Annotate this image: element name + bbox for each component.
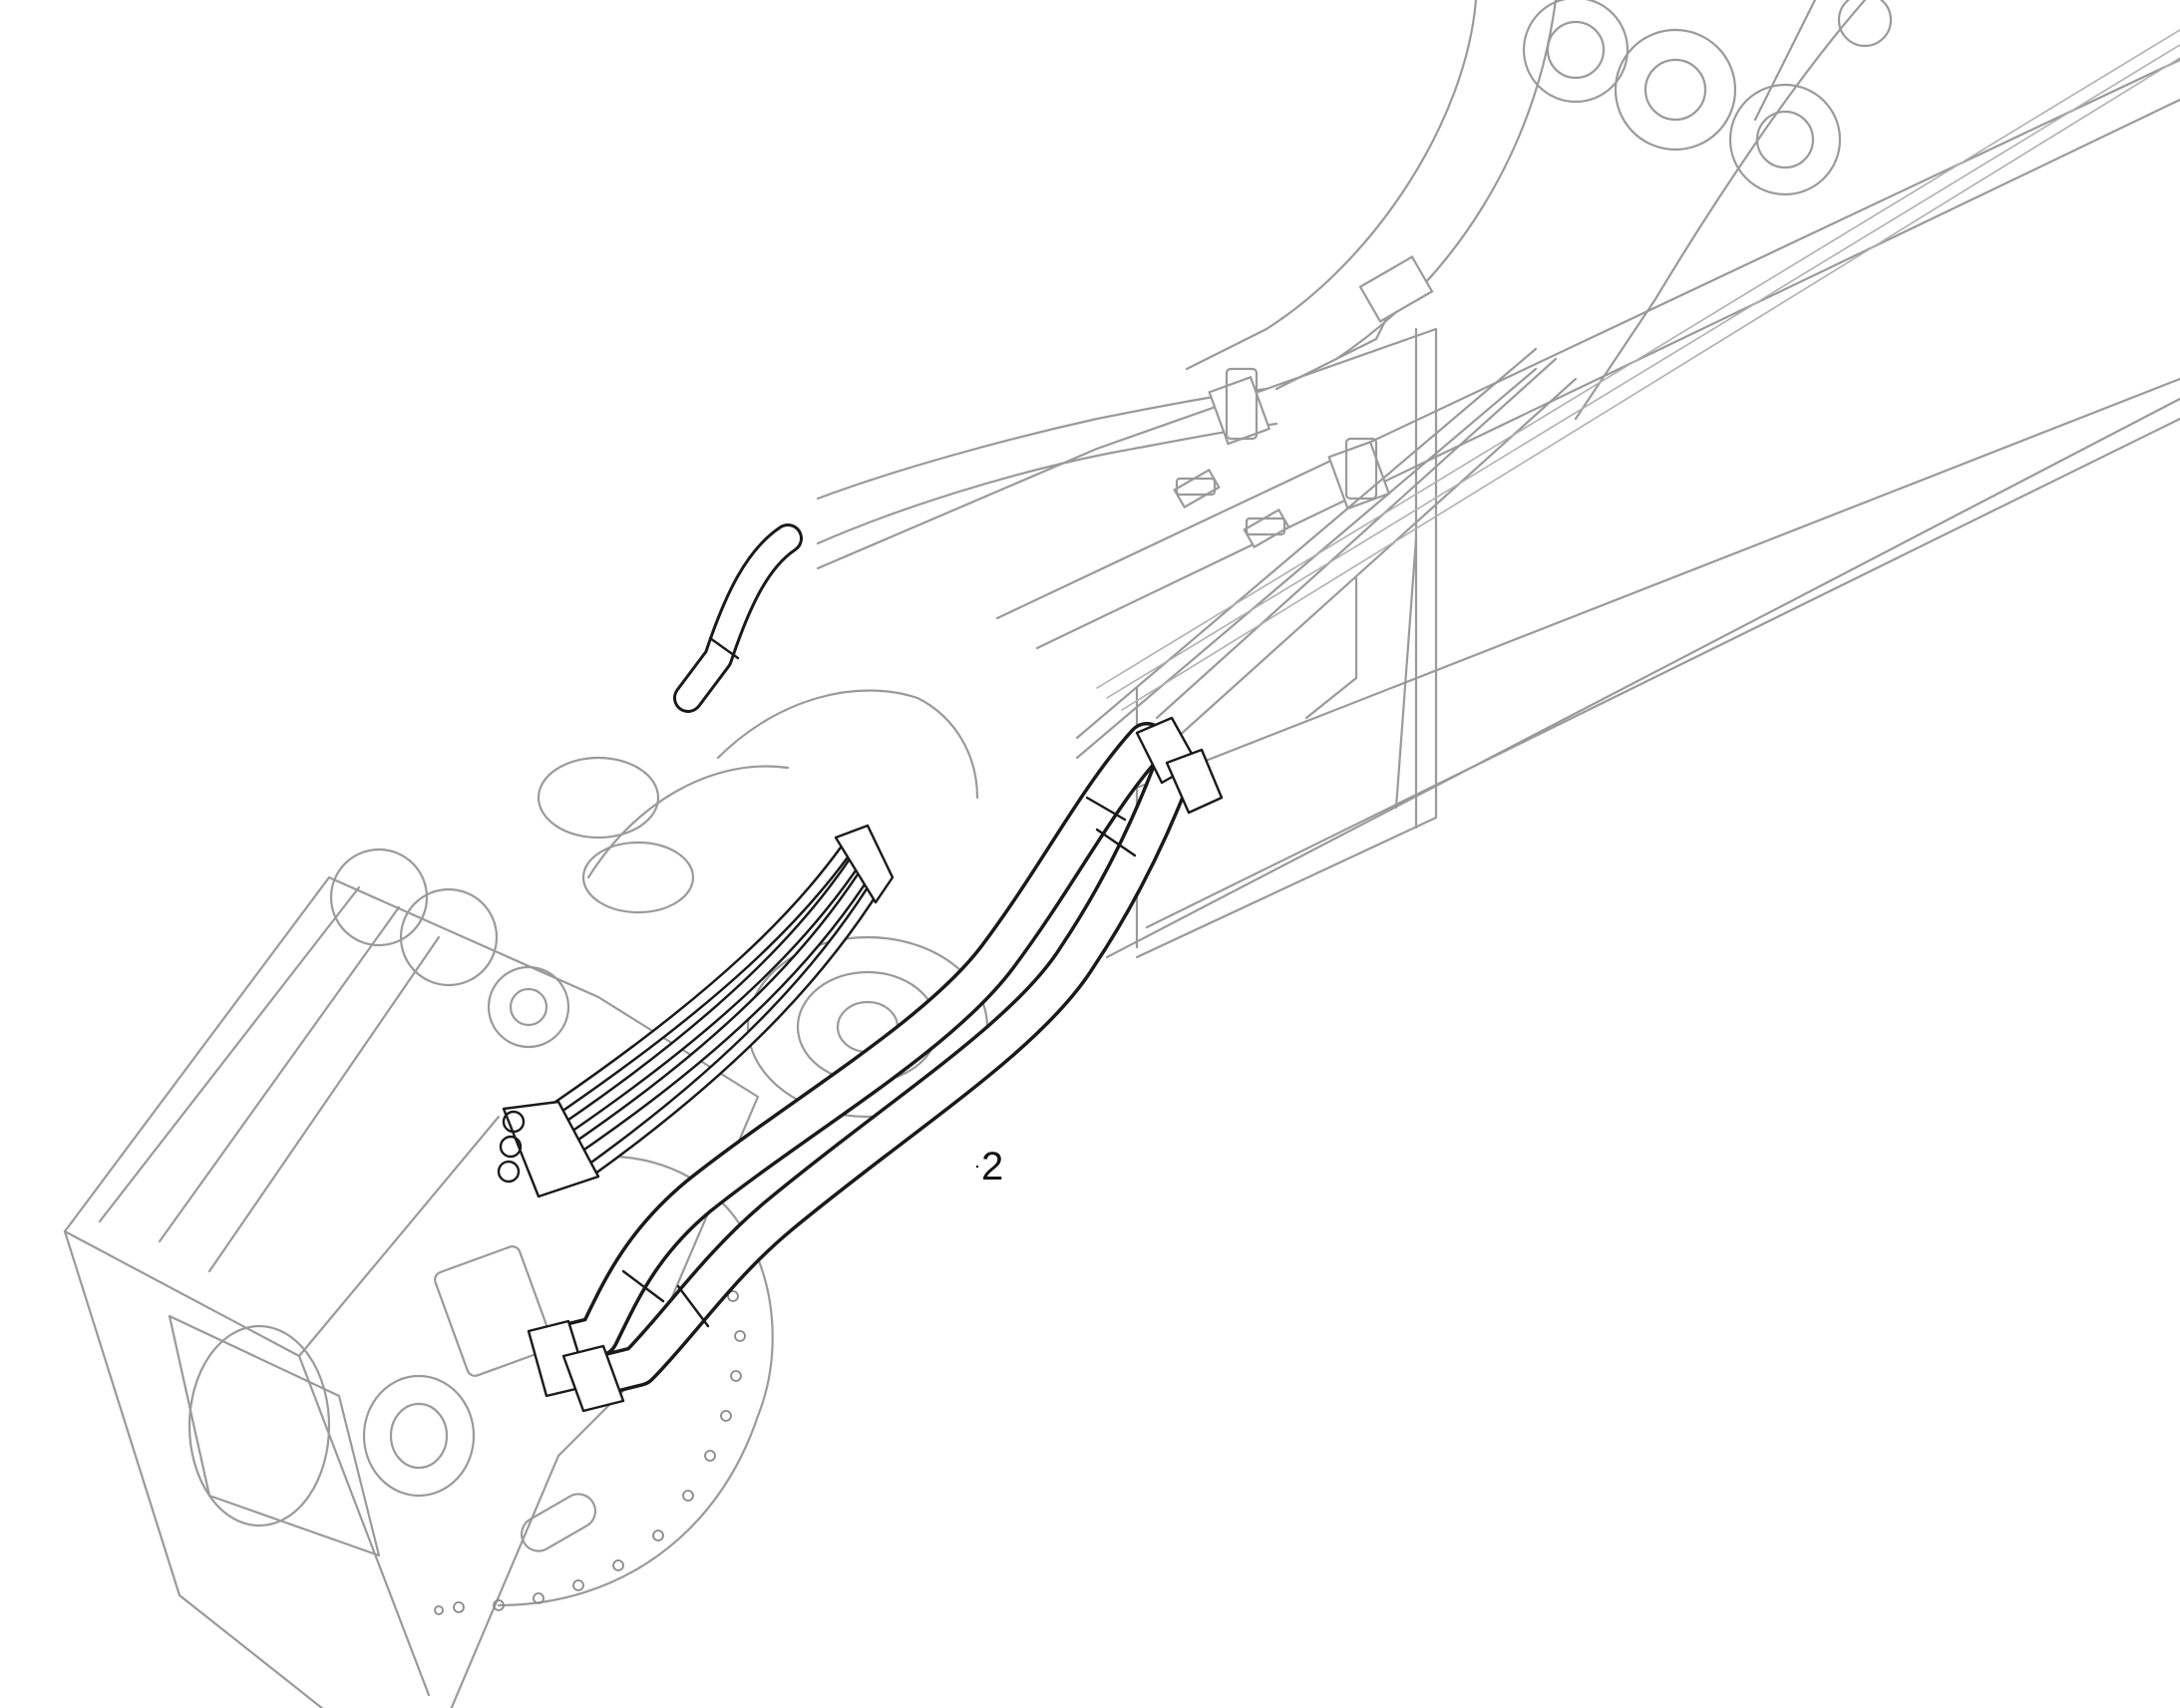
- callout-label-2: 2: [981, 1145, 1004, 1189]
- thin-hose-bundle: [497, 824, 895, 1198]
- bolt-holes: [434, 1250, 746, 1615]
- boom-structure: [63, 0, 2180, 1708]
- main-hose-pair: [527, 716, 1224, 1413]
- hydraulic-hoses: [497, 523, 1224, 1413]
